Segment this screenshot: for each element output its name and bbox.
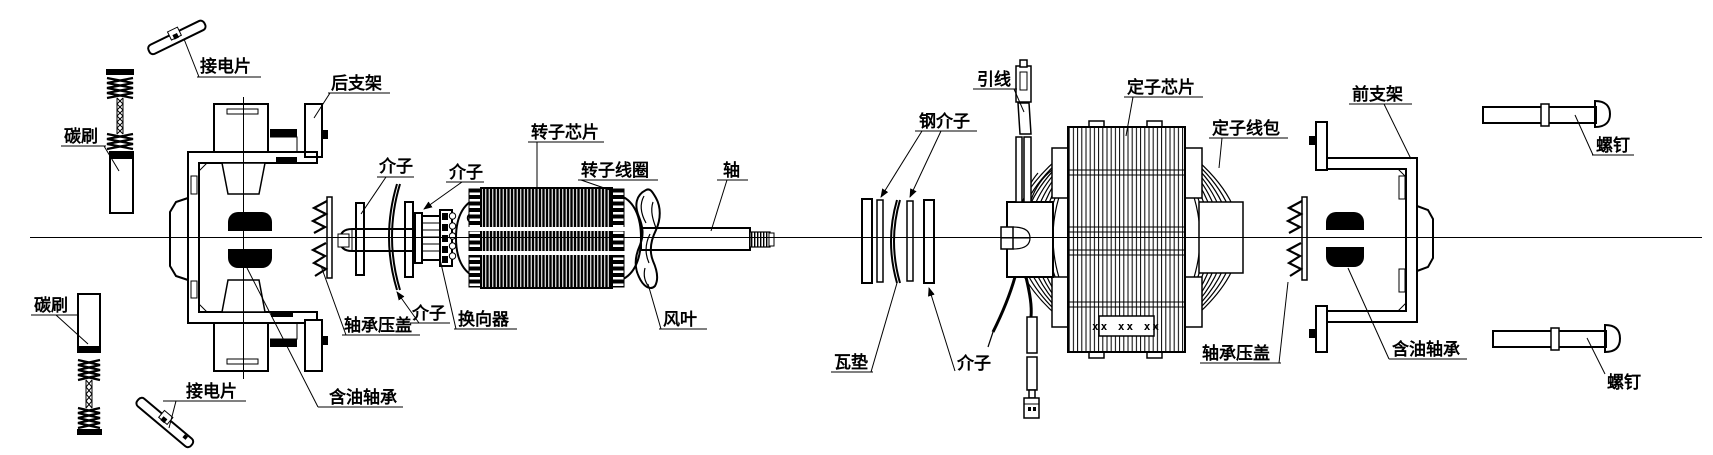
stator-marking-box	[1098, 315, 1155, 337]
label-text-rotor-coil: 转子线圈	[581, 160, 649, 180]
label-rotor-core: 转子芯片	[528, 122, 604, 189]
screw-top	[1482, 99, 1612, 129]
stator-wires-bottom	[987, 276, 1033, 348]
label-text-fan: 风叶	[663, 310, 697, 329]
label-text-stator-core: 定子芯片	[1127, 77, 1195, 97]
terminal-tab-top	[147, 19, 207, 56]
label-text-bearing-cover-left: 轴承压盖	[344, 315, 412, 335]
bearing-cover-right	[1285, 196, 1308, 281]
label-text-oil-bearing-left: 含油轴承	[329, 387, 397, 407]
washer-b	[404, 201, 414, 278]
label-front-bracket: 前支架	[1349, 84, 1412, 160]
label-text-carbon-brush-bottom: 碳刷	[34, 295, 68, 315]
carbon-brush-bottom-assembly	[77, 293, 102, 435]
label-text-rotor-core: 转子芯片	[531, 122, 599, 142]
label-text-front-bracket: 前支架	[1352, 84, 1403, 104]
lead-wire-bottom	[1023, 316, 1040, 419]
label-oil-bearing-left: 含油轴承	[246, 267, 403, 408]
label-bearing-cover-left: 轴承压盖	[320, 265, 420, 336]
label-text-bearing-cover-right: 轴承压盖	[1202, 343, 1270, 363]
shaft	[640, 227, 751, 251]
carbon-brush-bottom	[77, 293, 101, 353]
terminal-tab-bottom	[135, 396, 195, 449]
label-pad-washer: 瓦垫	[831, 282, 898, 373]
label-washer-b: 介子	[423, 162, 484, 210]
label-terminal-tab-top: 接电片	[183, 38, 261, 78]
carbon-brush-top-assembly	[106, 69, 134, 214]
label-screw-bottom: 螺钉	[1586, 337, 1641, 392]
label-text-terminal-tab-top: 接电片	[200, 56, 251, 76]
label-shaft: 轴	[710, 160, 748, 232]
label-text-washer-c: 介子	[411, 303, 446, 323]
label-washer-d: 介子	[928, 287, 991, 373]
label-fan: 风叶	[647, 283, 707, 330]
rear-bracket	[169, 103, 328, 372]
label-carbon-brush-bottom: 碳刷	[31, 295, 89, 345]
washer-a	[355, 202, 365, 276]
label-washer-a: 介子	[360, 156, 414, 215]
label-commutator: 换向器	[439, 258, 517, 330]
stator-assembly: xx xx xx	[987, 59, 1244, 419]
label-washer-c: 介子	[396, 291, 450, 324]
stator-core	[1067, 126, 1186, 353]
pad-washer	[890, 199, 898, 284]
label-steel-washer: 钢介子	[880, 111, 977, 198]
label-stator-core: 定子芯片	[1124, 77, 1203, 137]
steel-washer-2	[906, 200, 914, 282]
label-carbon-brush-top: 碳刷	[61, 126, 120, 172]
label-text-commutator: 换向器	[458, 309, 510, 329]
front-bracket	[1309, 121, 1434, 353]
label-text-shaft: 轴	[723, 160, 740, 180]
washer-plain-left	[861, 198, 873, 284]
label-text-rear-bracket: 后支架	[331, 73, 382, 93]
label-screw-top: 螺钉	[1574, 114, 1634, 156]
label-rotor-coil: 转子线圈	[578, 160, 658, 191]
fan	[634, 188, 661, 289]
screw-bottom	[1492, 323, 1622, 354]
label-text-stator-coil: 定子线包	[1212, 118, 1280, 138]
label-text-screw-bottom: 螺钉	[1607, 372, 1641, 392]
label-oil-bearing-right: 含油轴承	[1347, 267, 1467, 360]
shaft-stub	[337, 228, 421, 252]
label-text-washer-a: 介子	[378, 156, 413, 176]
label-lead-wire: 引线	[973, 69, 1025, 113]
label-text-washer-d: 介子	[956, 353, 991, 373]
label-text-pad-washer: 瓦垫	[834, 352, 868, 372]
steel-washer-1	[876, 199, 884, 283]
lead-wire-top	[1015, 59, 1032, 135]
label-text-washer-b: 介子	[448, 162, 483, 182]
stator-terminal-block	[1000, 201, 1054, 278]
label-text-oil-bearing-right: 含油轴承	[1392, 339, 1460, 359]
label-text-screw-top: 螺钉	[1596, 135, 1630, 155]
label-rear-bracket: 后支架	[313, 73, 390, 119]
label-text-terminal-tab-bottom: 接电片	[186, 381, 237, 401]
washer-d	[923, 199, 935, 284]
label-stator-coil: 定子线包	[1209, 118, 1288, 169]
label-text-steel-washer: 钢介子	[919, 111, 970, 131]
washer-stack	[861, 198, 935, 284]
label-text-carbon-brush-top: 碳刷	[64, 126, 98, 146]
label-text-lead-wire: 引线	[977, 69, 1011, 89]
stator-marking: xx xx xx	[1092, 320, 1161, 333]
label-bearing-cover-right: 轴承压盖	[1200, 281, 1289, 364]
label-terminal-tab-bottom: 接电片	[163, 381, 246, 429]
